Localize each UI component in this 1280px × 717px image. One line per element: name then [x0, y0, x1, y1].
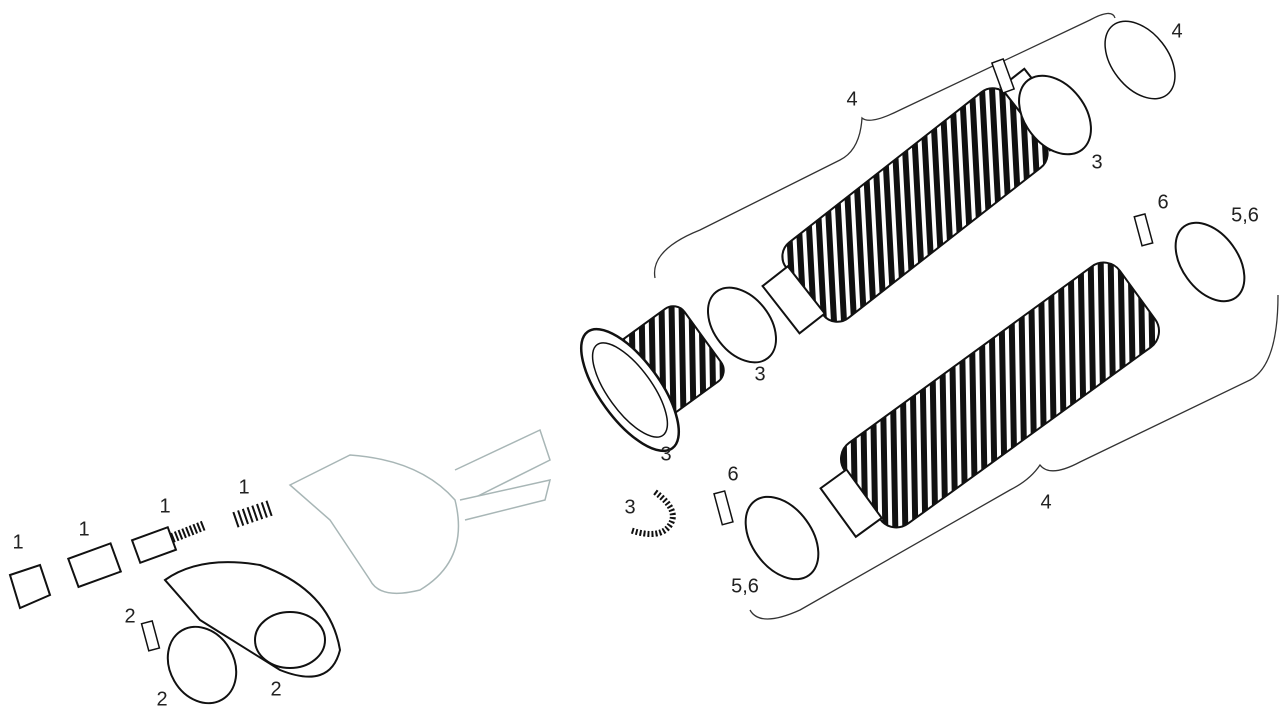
adjuster-spring — [232, 500, 273, 528]
callout-label: 4 — [1171, 20, 1183, 43]
shifter-clamp — [166, 625, 238, 705]
callout-label: 5,6 — [731, 575, 759, 598]
twist-grip — [579, 305, 725, 453]
upper-end-clamp — [1018, 74, 1092, 156]
callout-label: 3 — [1091, 151, 1103, 174]
callout-label: 1 — [12, 531, 24, 554]
end-plug — [1104, 20, 1176, 100]
callout-label: 5,6 — [1231, 204, 1259, 227]
shifter-housing — [288, 428, 552, 595]
callout-label: 1 — [78, 518, 90, 541]
clamp-bolt-upper — [990, 57, 1016, 95]
callout-label: 6 — [727, 463, 739, 486]
bracket-upper-grip — [653, 12, 1116, 279]
callout-label: 4 — [1040, 491, 1052, 514]
clamp-bolt-shifter — [140, 620, 161, 652]
lower-grip — [819, 261, 1160, 539]
clamp-bolt-inner — [713, 490, 734, 526]
callout-label: 3 — [754, 363, 766, 386]
lower-end-clamp — [1174, 221, 1246, 303]
callout-label: 3 — [624, 496, 636, 519]
adjuster-thread — [170, 520, 207, 543]
spring-coil — [629, 489, 676, 537]
clamp-bolt-right — [1133, 213, 1154, 247]
callout-label: 6 — [1157, 191, 1169, 214]
cable-end-cap — [8, 563, 52, 610]
callout-label: 4 — [846, 88, 858, 111]
callout-label: 2 — [270, 678, 282, 701]
bracket-lower-grip — [749, 294, 1279, 620]
callout-label: 1 — [238, 476, 250, 499]
barrel-adjuster — [130, 525, 178, 565]
callout-label: 1 — [159, 495, 171, 518]
callout-label: 2 — [124, 605, 136, 628]
callout-label: 2 — [156, 688, 168, 711]
shifter-clamp-ring — [254, 611, 326, 669]
callout-label: 3 — [660, 443, 672, 466]
spacer-ring — [707, 286, 777, 364]
barrel-adjuster-body — [66, 542, 123, 589]
inner-clamp — [744, 495, 820, 581]
